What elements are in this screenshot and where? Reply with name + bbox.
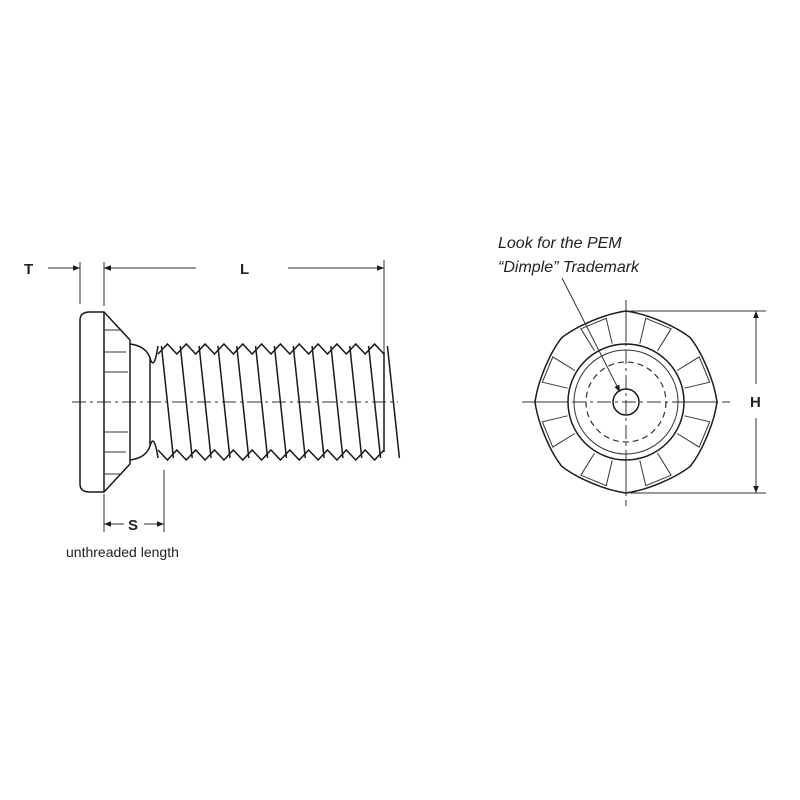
head-lug: [676, 415, 711, 448]
thread-flank: [367, 345, 382, 459]
thread-flank: [217, 345, 231, 459]
head-lug: [541, 415, 576, 448]
head-lug: [580, 452, 613, 487]
head-outline: [534, 310, 718, 494]
head-lugs: [536, 312, 716, 492]
unthreaded-caption: unthreaded length: [66, 544, 179, 560]
thread-flank: [349, 345, 363, 459]
thread-flank: [198, 345, 212, 459]
dimple-mark: [612, 388, 640, 416]
thread-flank: [273, 345, 288, 459]
thread-flank: [254, 345, 269, 459]
h-label: H: [750, 394, 761, 411]
trademark-note-line2: “Dimple” Trademark: [498, 259, 640, 276]
thread-flank: [292, 345, 306, 459]
stud-threads: [157, 342, 401, 462]
thread-flank: [160, 345, 175, 459]
head-lug: [580, 317, 613, 352]
end-view: [522, 300, 730, 506]
t-label: T: [24, 261, 33, 278]
thread-flank: [311, 345, 325, 459]
l-label: L: [240, 261, 249, 278]
side-view: [72, 311, 401, 493]
head-knurl: [104, 329, 128, 475]
head-lug: [676, 356, 711, 389]
head-lug: [639, 452, 672, 487]
hidden-thread: [585, 361, 667, 443]
thread-flank: [330, 345, 344, 459]
dimension-l: L: [104, 260, 385, 352]
dimension-h: H: [630, 310, 766, 494]
thread-crest-line: [157, 448, 385, 462]
thread-flank: [236, 345, 250, 459]
dimension-s: S: [103, 470, 165, 534]
trademark-note-line1: Look for the PEM: [498, 235, 622, 252]
head-lug: [639, 317, 672, 352]
thread-flank: [386, 345, 401, 459]
head-lug: [541, 356, 576, 389]
thread-crest-line: [157, 342, 385, 356]
thread-flank: [179, 345, 193, 459]
s-label: S: [128, 517, 138, 534]
trademark-leader: [561, 277, 621, 393]
stud-head: [79, 311, 131, 493]
